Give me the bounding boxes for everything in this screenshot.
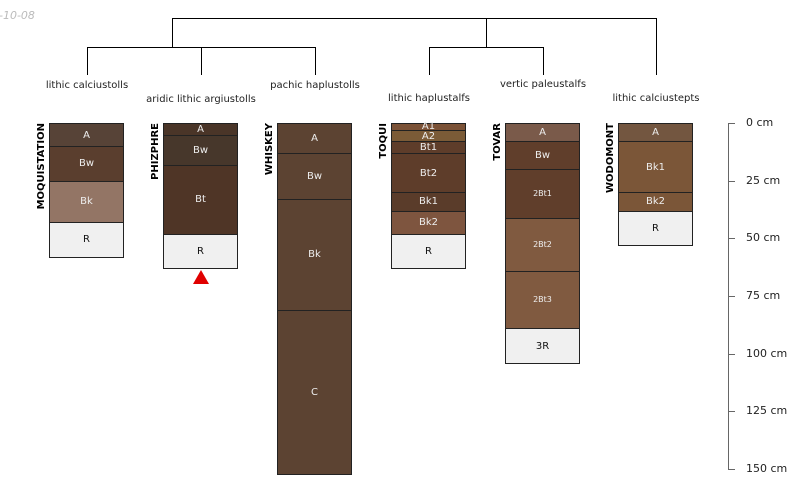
axis-tick — [728, 123, 735, 124]
taxon-label: aridic lithic argiustolls — [146, 94, 256, 105]
horizon-r: R — [163, 233, 238, 270]
horizon-bw: Bw — [163, 134, 238, 166]
axis-tick — [728, 411, 735, 413]
axis-tick — [728, 469, 735, 471]
horizon-bk2: Bk2 — [618, 192, 693, 212]
profile-name: WODOMONT — [605, 123, 616, 193]
dendrogram-branch — [172, 18, 173, 47]
taxon-label: lithic haplustalfs — [388, 93, 470, 104]
profile-name: WHISKEY — [264, 123, 275, 176]
horizon-a: A — [505, 123, 580, 143]
axis-tick-label: 75 cm — [746, 289, 781, 303]
axis-tick-label: 125 cm — [746, 404, 788, 418]
dendrogram-branch — [87, 47, 88, 75]
horizon-bk2: Bk2 — [391, 210, 466, 235]
profile-name: TOQUI — [378, 123, 389, 159]
horizon-bt: Bt — [163, 164, 238, 235]
date-label: 5-10-08 — [0, 9, 35, 22]
profile-name: PHIZPHRE — [150, 123, 161, 180]
axis-tick-label: 50 cm — [746, 231, 781, 245]
horizon-bt2: Bt2 — [391, 152, 466, 194]
axis-tick-label: 100 cm — [746, 346, 788, 360]
dendrogram-branch — [315, 47, 316, 75]
red-triangle-marker — [193, 270, 209, 285]
horizon-2bt1: 2Bt1 — [505, 169, 580, 219]
horizon-3r: 3R — [505, 328, 580, 364]
dendrogram-branch — [201, 47, 202, 75]
horizon-bk1: Bk1 — [391, 192, 466, 212]
profile-name: TOVAR — [492, 123, 503, 161]
taxon-label: vertic paleustalfs — [499, 79, 587, 90]
axis-tick-label: 25 cm — [746, 173, 781, 187]
taxon-label: lithic calciustepts — [612, 93, 700, 104]
horizon-2bt2: 2Bt2 — [505, 217, 580, 272]
horizon-a: A — [618, 123, 693, 143]
dendrogram-branch — [656, 18, 657, 75]
dendrogram-branch — [429, 47, 543, 48]
taxon-label: lithic calciustolls — [45, 80, 129, 91]
axis-tick — [728, 296, 735, 298]
horizon-a: A — [277, 123, 352, 154]
taxon-label: pachic haplustolls — [270, 80, 360, 91]
horizon-2bt3: 2Bt3 — [505, 270, 580, 330]
horizon-bw: Bw — [505, 141, 580, 171]
horizon-r: R — [618, 210, 693, 247]
dendrogram-branch — [486, 18, 487, 47]
axis-tick — [728, 180, 735, 182]
horizon-r: R — [391, 233, 466, 270]
axis-tick-label: 150 cm — [746, 462, 788, 476]
horizon-a: A — [49, 123, 124, 148]
dendrogram-branch — [543, 47, 544, 75]
horizon-bw: Bw — [277, 152, 352, 201]
axis-tick-label: 0 cm — [746, 116, 774, 129]
axis-tick — [728, 353, 735, 355]
dendrogram-branch — [172, 18, 656, 19]
axis-tick — [728, 238, 735, 240]
horizon-bw: Bw — [49, 146, 124, 182]
horizon-bk: Bk — [49, 180, 124, 224]
horizon-bk: Bk — [277, 199, 352, 311]
horizon-r: R — [49, 222, 124, 258]
horizon-bk1: Bk1 — [618, 141, 693, 194]
horizon-c: C — [277, 309, 352, 475]
profile-name: MOQUISTATION — [36, 123, 47, 210]
dendrogram-branch — [429, 47, 430, 75]
